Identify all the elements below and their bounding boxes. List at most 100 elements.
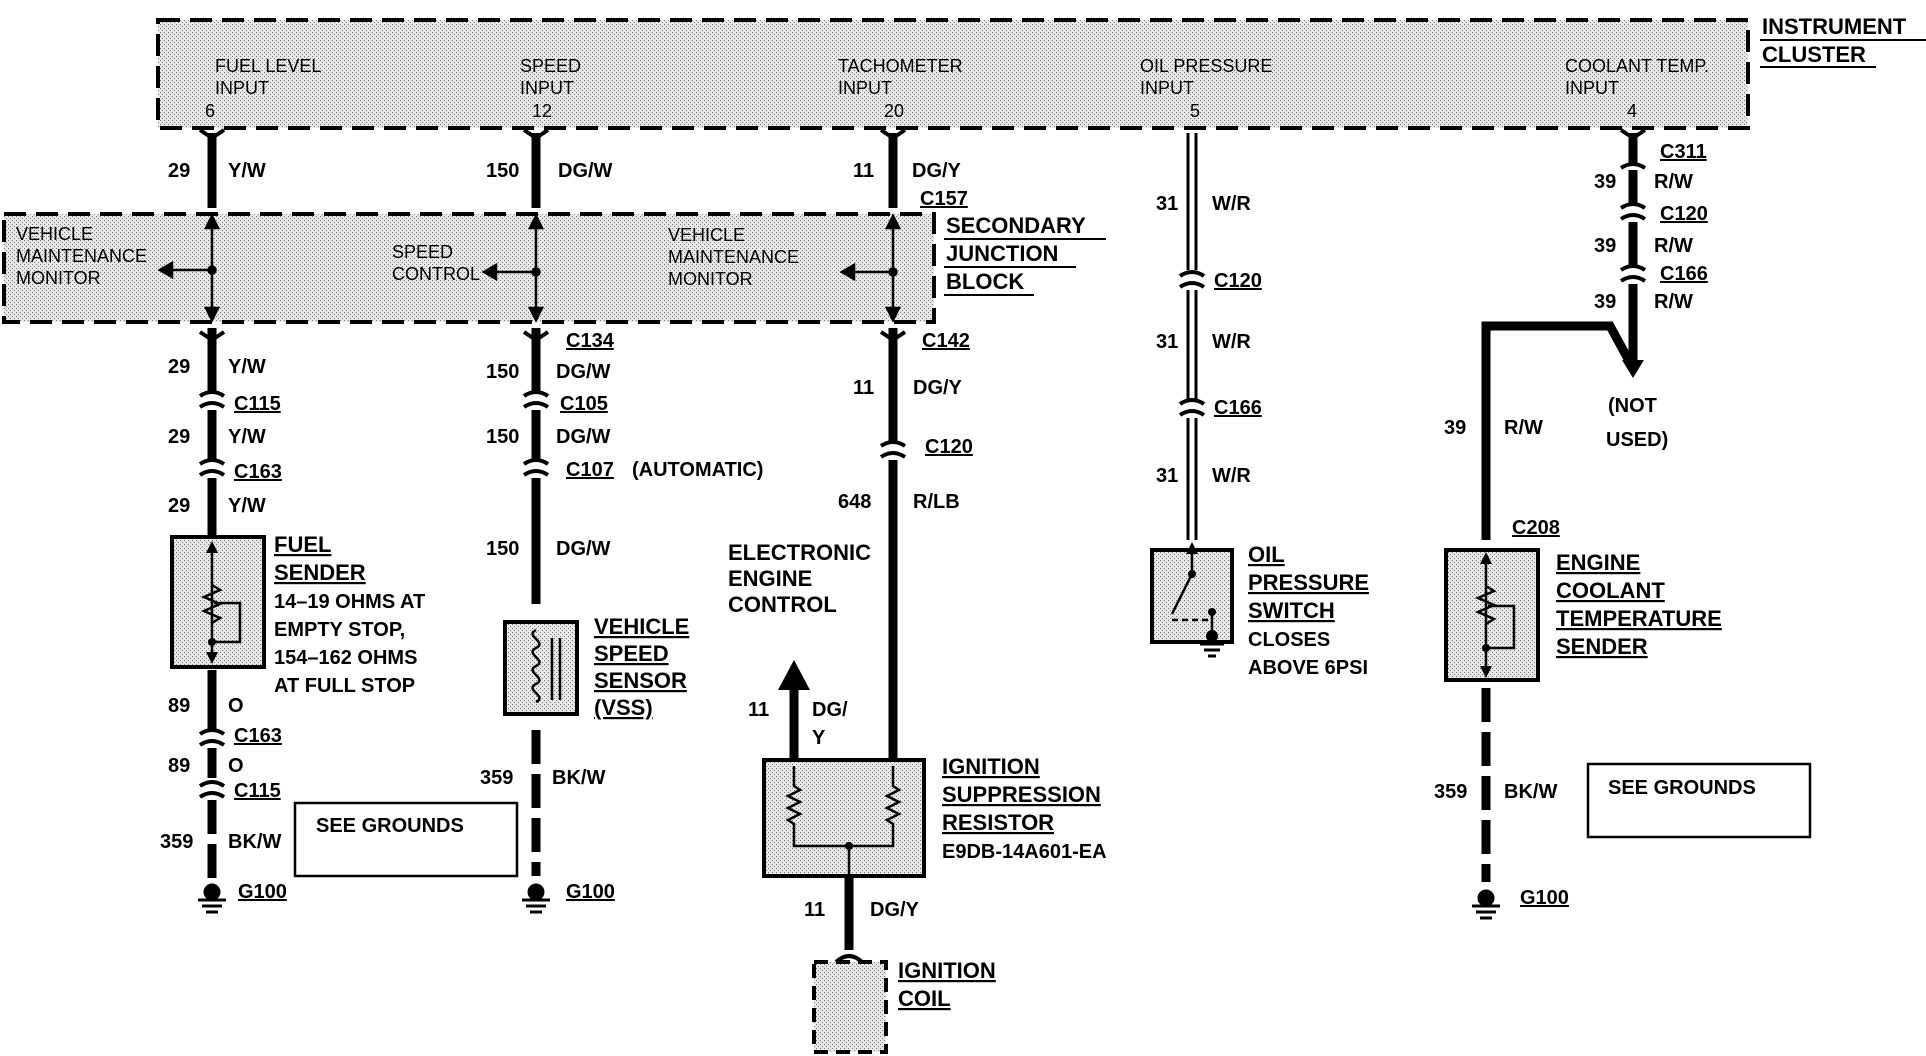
- coolant-wire-1: R/W: [1654, 171, 1693, 193]
- secondary-junction-block: SECONDARY JUNCTION BLOCK VEHICLE MAINTEN…: [2, 212, 1106, 324]
- fuel-wire-4: Y/W: [228, 495, 266, 517]
- ignition-coil: [812, 954, 888, 1054]
- oil-pressure-circuit: 31 W/R C120 31 W/R C166 31 W/R: [1150, 133, 1369, 679]
- wire-end-icon: [1622, 360, 1644, 378]
- oil-input-pin: 5: [1190, 101, 1200, 121]
- fuel-sender: [170, 535, 266, 669]
- fuel-sender-label1: FUEL: [274, 532, 331, 557]
- eec-label1: ELECTRONIC: [728, 540, 871, 565]
- coolant-input-pin: 4: [1627, 101, 1637, 121]
- coil-label1: IGNITION: [898, 958, 996, 983]
- coolant-circuit-2: 39: [1594, 235, 1616, 257]
- coolant-see-grounds: SEE GROUNDS: [1608, 777, 1756, 799]
- coolant-c208-label: C208: [1512, 517, 1560, 539]
- fuel-circuit-3: 29: [168, 426, 190, 448]
- connector-c311: [1619, 162, 1647, 170]
- connector-c166: [1178, 398, 1206, 417]
- oil-switch-note2: ABOVE 6PSI: [1248, 657, 1368, 679]
- fuel-c163b-label: C163: [234, 725, 282, 747]
- speed-ground-label: G100: [566, 881, 615, 903]
- sjb-title-line1: SECONDARY: [946, 213, 1086, 238]
- speed-wire-4: DG/W: [556, 538, 611, 560]
- connector-c163-lower: [198, 728, 226, 747]
- oil-c166-label: C166: [1214, 397, 1262, 419]
- vmm2-label2: MAINTENANCE: [668, 247, 799, 267]
- sjb-title-line3: BLOCK: [946, 269, 1024, 294]
- vss-label1: VEHICLE: [594, 614, 689, 639]
- fuel-spec-4: AT FULL STOP: [274, 675, 415, 697]
- speed-circuit-3: 150: [486, 426, 519, 448]
- engine-coolant-temperature-sender: [1444, 548, 1540, 682]
- cluster-title-line1: INSTRUMENT: [1762, 14, 1907, 39]
- ground-icon: [198, 883, 226, 914]
- coolant-circuit-5: 359: [1434, 781, 1467, 803]
- speed-input-pin: 12: [532, 101, 552, 121]
- speed-wire-3: DG/W: [556, 426, 611, 448]
- connector-c105: [522, 390, 550, 409]
- coil-label2: COIL: [898, 986, 951, 1011]
- tach-input-pin: 20: [884, 101, 904, 121]
- isr-part-number: E9DB-14A601-EA: [942, 841, 1107, 863]
- coolant-see-grounds-box: [1586, 762, 1812, 839]
- fuel-c115-label: C115: [234, 393, 281, 415]
- fuel-level-circuit: 29 Y/W 29 Y/W C115 29 Y/W C163 29 Y/W: [160, 133, 519, 914]
- oil-wire-2: W/R: [1212, 331, 1251, 353]
- oil-pressure-switch: [1150, 542, 1234, 658]
- vehicle-speed-sensor: [503, 620, 579, 716]
- connector-c107: [522, 458, 550, 477]
- tach-circuit-2: 11: [853, 377, 874, 399]
- speed-control-label2: CONTROL: [392, 264, 480, 284]
- speed-wire-2: DG/W: [556, 361, 611, 383]
- oil-switch-note1: CLOSES: [1248, 629, 1330, 651]
- fuel-wire-6: O: [228, 755, 244, 777]
- junction-taps: [157, 213, 902, 323]
- oil-switch-label3: SWITCH: [1248, 598, 1335, 623]
- vmm1-label3: MONITOR: [16, 268, 101, 288]
- fuel-spec-3: 154–162 OHMS: [274, 647, 417, 669]
- isr-label2: SUPPRESSION: [942, 782, 1101, 807]
- oil-circuit-1: 31: [1156, 193, 1178, 215]
- tach-circuit-4: 11: [748, 699, 769, 721]
- speed-c105-label: C105: [560, 393, 608, 415]
- coolant-wire-5: BK/W: [1504, 781, 1557, 803]
- speed-wire-5: BK/W: [552, 767, 605, 789]
- fuel-spec-2: EMPTY STOP,: [274, 619, 405, 641]
- ground-icon: [522, 883, 550, 914]
- fuel-wire-2: Y/W: [228, 356, 266, 378]
- connector-c115: [198, 390, 226, 409]
- oil-switch-label1: OIL: [1248, 542, 1285, 567]
- speed-input-label1: SPEED: [520, 56, 581, 76]
- tach-c120-label: C120: [925, 436, 973, 458]
- ect-label1: ENGINE: [1556, 550, 1640, 575]
- ect-label3: TEMPERATURE: [1556, 606, 1722, 631]
- fuel-see-grounds: SEE GROUNDS: [316, 815, 464, 837]
- vss-label4: (VSS): [594, 695, 653, 720]
- coolant-wire-2: R/W: [1654, 235, 1693, 257]
- fuel-ground-label: G100: [238, 881, 287, 903]
- speed-c134-label: C134: [566, 330, 615, 352]
- tach-wire-4b: Y: [812, 727, 826, 749]
- fuel-c115b-label: C115: [234, 780, 281, 802]
- coolant-c166-label: C166: [1660, 263, 1708, 285]
- coolant-circuit-4: 39: [1444, 417, 1466, 439]
- oil-circuit-3: 31: [1156, 465, 1178, 487]
- oil-input-label1: OIL PRESSURE: [1140, 56, 1272, 76]
- fuel-see-grounds-box: [293, 801, 519, 878]
- tach-wire-1: DG/Y: [912, 160, 962, 182]
- ground-icon: [1472, 889, 1500, 920]
- fuel-input-label2: INPUT: [215, 78, 269, 98]
- fuel-circuit-5: 89: [168, 695, 190, 717]
- coolant-wire-3: R/W: [1654, 291, 1693, 313]
- connector-c120: [1178, 270, 1206, 289]
- speed-c107-label: C107: [566, 459, 614, 481]
- tachometer-circuit: 11 DG/Y C157 C142 11 DG/Y C120 648 R/LB …: [728, 133, 1107, 1054]
- fuel-input-label1: FUEL LEVEL: [215, 56, 321, 76]
- fuel-circuit-1: 29: [168, 160, 190, 182]
- fuel-wire-3: Y/W: [228, 426, 266, 448]
- oil-wire-1: W/R: [1212, 193, 1251, 215]
- fuel-circuit-6: 89: [168, 755, 190, 777]
- fuel-sender-label2: SENDER: [274, 560, 366, 585]
- tach-wire-3: R/LB: [913, 491, 960, 513]
- connector-c120: [1619, 202, 1647, 221]
- oil-wire-3: W/R: [1212, 465, 1251, 487]
